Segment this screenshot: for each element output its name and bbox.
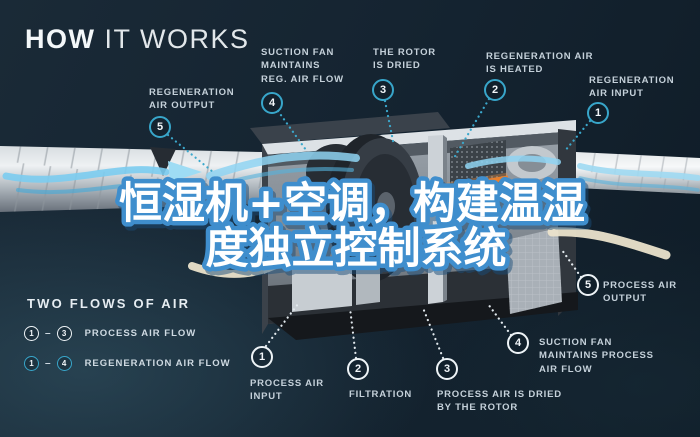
heater: [446, 175, 509, 191]
page-title-bold: HOW: [25, 24, 96, 54]
legend-dash: –: [45, 328, 51, 339]
badge-number: 2: [491, 84, 499, 96]
legend-badge-process-start: 1: [24, 326, 39, 341]
callout-label-reg-air-heated: REGENERATION AIR IS HEATED: [486, 51, 594, 76]
page-title: HOW IT WORKS: [25, 24, 250, 55]
callout-label-suction-fan-reg: SUCTION FAN MAINTAINS REG. AIR FLOW: [261, 47, 344, 85]
callout-badge-reg-air-input: 1: [587, 102, 609, 124]
callout-badge-suction-fan-process: 4: [507, 332, 529, 354]
partition-panel: [428, 135, 443, 304]
legend-label-regeneration: REGENERATION AIR FLOW: [84, 358, 231, 369]
callout-badge-process-air-output: 5: [577, 274, 599, 296]
legend-row-process: 1 – 3 PROCESS AIR FLOW: [24, 326, 196, 341]
callout-label-suction-fan-process: SUCTION FAN MAINTAINS PROCESS AIR FLOW: [539, 337, 654, 375]
air-flow-streaks: [2, 151, 700, 278]
callout-badge-reg-air-heated: 2: [484, 79, 506, 101]
leader-lines-process: [264, 248, 583, 360]
legend-badge-regen-start: 1: [24, 356, 39, 371]
callout-label-process-air-input: PROCESS AIR INPUT: [250, 378, 324, 403]
page-title-light: IT WORKS: [95, 24, 250, 54]
callout-label-reg-air-input: REGENERATION AIR INPUT: [589, 75, 675, 100]
badge-number: 5: [156, 121, 164, 133]
cream-arrow: [262, 262, 284, 274]
legend-badge-process-end: 3: [56, 326, 72, 341]
badge-number: 2: [354, 363, 362, 375]
badge-number: 3: [443, 363, 451, 375]
callout-badge-filtration: 2: [347, 358, 369, 380]
badge-number: 4: [514, 337, 522, 349]
callout-badge-rotor-dried: 3: [372, 79, 394, 101]
badge-number: 3: [379, 84, 387, 96]
legend-label-process: PROCESS AIR FLOW: [84, 328, 197, 339]
callout-badge-process-air-dried: 3: [436, 358, 458, 380]
legend-title: TWO FLOWS OF AIR: [27, 296, 191, 311]
callout-label-reg-air-output: REGENERATION AIR OUTPUT: [149, 87, 235, 112]
callout-badge-process-air-input: 1: [251, 346, 273, 368]
leader-lines-regeneration: [166, 97, 592, 174]
callout-label-rotor-dried: THE ROTOR IS DRIED: [373, 47, 436, 72]
badge-number: 4: [268, 97, 276, 109]
callout-label-process-air-dried: PROCESS AIR IS DRIED BY THE ROTOR: [437, 389, 562, 414]
legend-badge-regen-end: 4: [56, 356, 72, 371]
legend-dash: –: [45, 358, 51, 369]
badge-number: 1: [594, 107, 602, 119]
left-duct: [0, 146, 262, 212]
legend: TWO FLOWS OF AIR 1 – 3 PROCESS AIR FLOW …: [24, 296, 244, 388]
legend-row-regeneration: 1 – 4 REGENERATION AIR FLOW: [24, 356, 231, 371]
badge-number: 1: [258, 351, 266, 363]
badge-number: 5: [584, 279, 592, 291]
callout-label-process-air-output: PROCESS AIR OUTPUT: [603, 280, 677, 305]
callout-badge-reg-air-output: 5: [149, 116, 171, 138]
callout-badge-suction-fan-reg: 4: [261, 92, 283, 114]
callout-label-filtration: FILTRATION: [349, 389, 413, 400]
flow-arrow: [168, 161, 202, 182]
